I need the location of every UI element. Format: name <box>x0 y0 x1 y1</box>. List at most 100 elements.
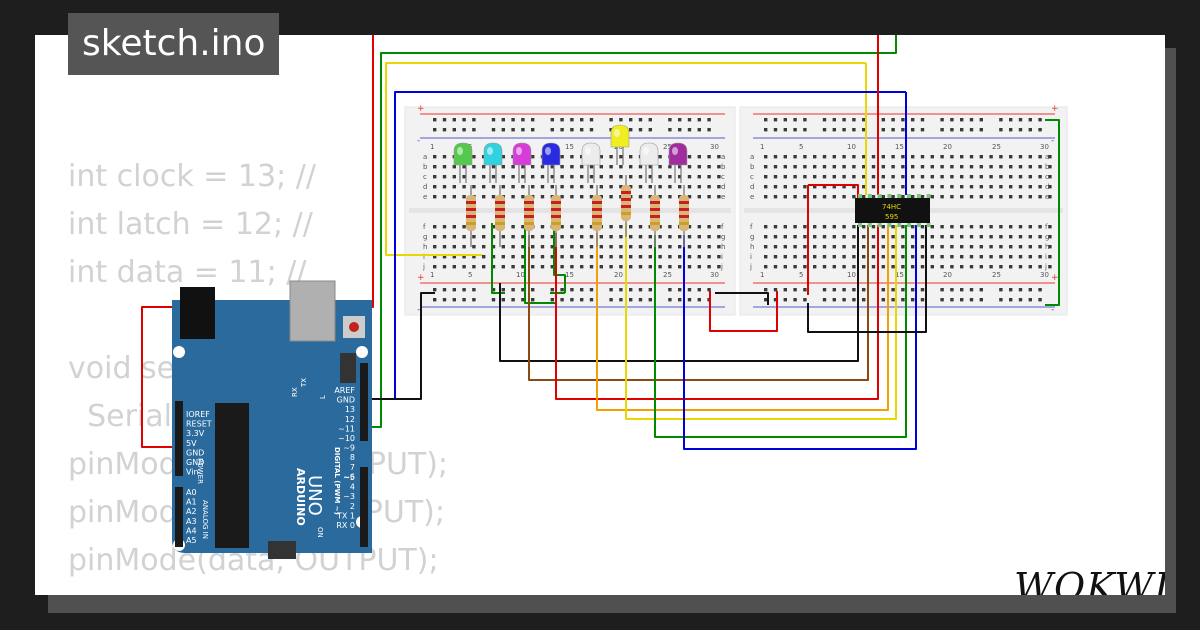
shift-register-74hc595[interactable]: 74HC 595 <box>855 194 931 227</box>
breadboard-hole <box>472 245 476 249</box>
power-pin-label: RESET <box>186 420 212 429</box>
breadboard-hole <box>501 255 505 259</box>
breadboard-hole <box>989 235 993 239</box>
digital-pin-label: GND <box>337 396 355 405</box>
breadboard-hole <box>658 195 662 199</box>
breadboard-hole <box>1028 195 1032 199</box>
breadboard-hole <box>999 255 1003 259</box>
chip-pin <box>897 223 902 227</box>
breadboard-rail-hole <box>842 288 846 292</box>
wire <box>715 292 769 305</box>
breadboard-rail-hole <box>707 288 711 292</box>
breadboard-hole <box>433 255 437 259</box>
breadboard-hole <box>911 265 915 269</box>
row-letter: f <box>750 223 753 231</box>
breadboard-hole <box>433 265 437 269</box>
breadboard-rail-hole <box>901 298 905 302</box>
project-card[interactable]: int clock = 13; //int latch = 12; //int … <box>35 35 1165 595</box>
breadboard-hole <box>852 185 856 189</box>
row-letter: j <box>749 263 752 271</box>
resistor-band <box>650 208 660 211</box>
led <box>639 142 659 166</box>
breadboard-hole <box>764 225 768 229</box>
breadboard-rail-hole <box>822 128 827 132</box>
row-letter: b <box>1045 163 1050 171</box>
breadboard-hole <box>521 235 525 239</box>
breadboard-hole <box>580 195 584 199</box>
breadboard-hole <box>648 175 652 179</box>
breadboard-hole <box>550 235 554 239</box>
breadboard-hole <box>979 175 983 179</box>
breadboard-hole <box>950 185 954 189</box>
breadboard-rail-hole <box>999 128 1003 132</box>
resistor-band <box>679 222 689 225</box>
resistor-band <box>524 208 534 211</box>
breadboard-rail-hole <box>940 128 944 132</box>
row-letter: f <box>1045 223 1048 231</box>
breadboard-hole <box>687 225 692 229</box>
breadboard-hole <box>452 175 456 179</box>
breadboard-hole <box>783 255 787 259</box>
breadboard-hole <box>862 175 866 179</box>
breadboard-rail-hole <box>589 288 594 292</box>
breadboard-hole <box>891 225 895 229</box>
breadboard-hole <box>668 245 672 249</box>
breadboard-hole <box>560 245 564 249</box>
breadboard-hole <box>930 195 934 199</box>
breadboard-hole <box>658 175 662 179</box>
breadboard-hole <box>521 165 525 169</box>
breadboard-hole <box>452 265 456 269</box>
breadboard-hole <box>793 265 797 269</box>
power-pin-label: Vin <box>186 468 199 477</box>
breadboard-hole <box>822 245 827 249</box>
breadboard-hole <box>1009 255 1013 259</box>
breadboard-hole <box>813 265 817 269</box>
wire <box>555 225 879 400</box>
breadboard-hole <box>433 195 437 199</box>
breadboard-hole <box>491 195 496 199</box>
breadboard-hole <box>999 185 1003 189</box>
breadboard-hole <box>891 155 895 159</box>
breadboard-hole <box>511 265 515 269</box>
breadboard-hole <box>901 225 905 229</box>
breadboard-hole <box>648 245 652 249</box>
breadboard-hole <box>570 185 574 189</box>
breadboard-hole <box>793 185 797 189</box>
breadboard-hole <box>901 155 905 159</box>
breadboard-rail-hole <box>589 128 594 132</box>
row-letter: c <box>750 173 754 181</box>
breadboard-rail-hole <box>550 128 554 132</box>
breadboard-hole <box>862 155 866 159</box>
breadboard-rail-hole <box>462 298 466 302</box>
breadboard-hole <box>969 195 974 199</box>
power-header <box>175 401 183 476</box>
resistor-band <box>495 201 505 204</box>
code-line: int clock = 13; // <box>68 159 316 194</box>
breadboard-hole <box>999 265 1003 269</box>
wokwi-logo[interactable]: WOKWI <box>1010 558 1165 595</box>
breadboard-hole <box>687 235 692 239</box>
breadboard-hole <box>989 245 993 249</box>
breadboard-hole <box>501 235 505 239</box>
breadboard-hole <box>609 185 613 189</box>
breadboard-hole <box>773 185 778 189</box>
breadboard-hole <box>609 235 613 239</box>
column-number: 25 <box>992 143 1001 151</box>
breadboard-hole <box>472 265 476 269</box>
breadboard-hole <box>442 175 447 179</box>
power-jack <box>180 287 215 339</box>
breadboard-hole <box>619 235 623 239</box>
breadboard-hole <box>803 265 807 269</box>
breadboard-hole <box>1038 185 1042 189</box>
arduino-uno[interactable]: ARDUINO UNO ON TX RX L DIGITAL (PWM ~) P… <box>172 280 372 559</box>
breadboard-hole <box>1038 225 1042 229</box>
breadboard-rail-hole <box>452 288 456 292</box>
breadboard-hole <box>433 155 437 159</box>
breadboard-hole <box>822 165 827 169</box>
breadboard-rail-hole <box>783 288 787 292</box>
resistor-band <box>551 208 561 211</box>
breadboard-hole <box>638 185 643 189</box>
breadboard-rail-hole <box>560 118 564 122</box>
breadboard-rail-hole <box>472 288 476 292</box>
